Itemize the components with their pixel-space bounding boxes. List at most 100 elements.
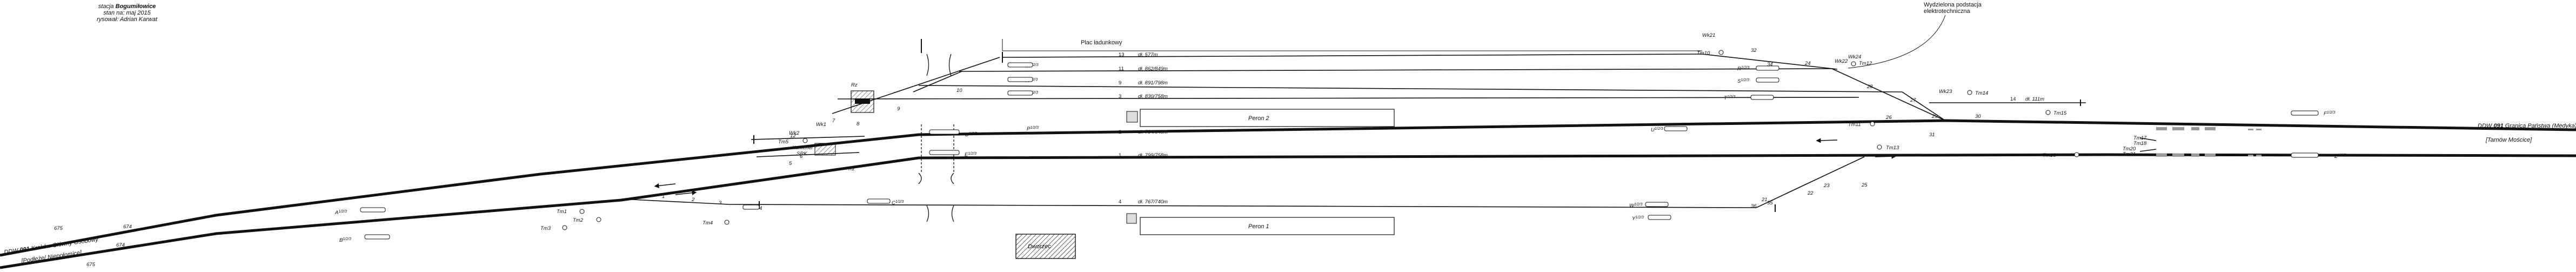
signal-heads [360,62,2319,240]
track-13 [1002,54,1703,58]
switch-6: 6 [800,154,803,160]
signal-d: D1/2/3 [965,132,978,138]
conn-lower-1 [621,198,730,205]
tm2: Tm2 [573,217,584,223]
tm4: Tm4 [702,220,713,226]
tm17: Tm17 [2133,135,2147,141]
switch-36: 36 [1751,203,1757,209]
track-9-num: 9 [1119,80,1121,86]
buffer-stops [753,39,2081,212]
track-labels: 13 dł. 577m 11 dł. 862/849m 9 dł. 891/79… [1119,52,2044,205]
wk21: Wk21 [1702,32,1715,38]
wk22: Wk22 [1835,58,1848,64]
track-9 [918,85,1903,92]
main-track-2 [0,119,2576,257]
footbridges [918,54,954,222]
rz-label-1: Rz [851,82,858,88]
track-4 [729,204,1757,208]
switch-31: 31 [1929,132,1935,138]
switch-9: 9 [897,106,900,112]
srk-container: Kontener SRK [792,90,874,157]
station-name: Bogumiłowice [115,3,156,10]
track-13-num: 13 [1119,52,1125,58]
direction-arrows [654,138,1897,195]
dest-left-ddw: DDW 091 Kraków Główny Osobowy [4,236,100,256]
dest-right-alt: [Tarnów Mościce] [2485,137,2532,143]
tm13: Tm13 [1886,145,1899,151]
tm1: Tm1 [557,209,567,215]
km-674-lower: 674 [116,242,125,248]
switch-24: 24 [1804,61,1811,67]
signal-u: U1/2/3 [1651,127,1663,133]
substation-leader [1848,15,1946,69]
platform-1-label: Peron 1 [1248,223,1269,230]
header-date: stan na: maj 2015 [103,10,151,16]
shunting-signals: Tm1 Tm2 Tm3 Tm4 Tm5 Tm10 Tm11 Tm12 Tm13 … [540,50,2147,231]
conn-right-stub2 [2139,149,2157,152]
switch-29: 29 [1931,114,1938,120]
switch-labels: 1 2 3 4 5 6 7 8 9 10 12 21 22 23 24 25 2… [662,48,1981,211]
switch-35: 35 [1767,200,1773,206]
track-11 [959,68,1832,72]
switch-10: 10 [956,88,962,94]
signal-w: W1/2/3 [1629,203,1643,209]
destination-left: DDW 091 Kraków Główny Osobowy [Podłęże/ … [4,236,100,264]
platforms: Peron 2 Peron 1 [1126,109,1395,235]
track-2-length: dł. 784/849m [1138,129,1168,135]
container-label: Kontener [792,145,813,151]
signal-z: Z1/2/3 [2334,154,2346,160]
tm14: Tm14 [1975,90,1988,96]
loading-yard-outline [1002,39,1702,51]
conn-right-4 [1902,91,1946,121]
signal-e: E1/2/3 [965,152,976,158]
km-675-upper: 675 [54,225,63,231]
conn-right-1 [1702,54,1838,70]
conn-left-head [751,136,865,140]
switch-1: 1 [662,194,665,200]
tm10: Tm10 [1697,50,1710,56]
header-author: rysował: Adrian Karwat [96,16,158,23]
tm18: Tm18 [2133,141,2147,147]
switch-4: 4 [759,205,762,211]
diagram-header: stacja Bogumiłowice stan na: maj 2015 ry… [81,3,173,23]
switch-8: 8 [857,121,860,127]
tm16: Tm16 [2043,152,2056,158]
switch-28: 28 [1866,84,1873,90]
track-11-num: 11 [1119,66,1124,72]
loading-yard-label: Plac ładunkowy [1081,39,1122,46]
level-crossing [2156,127,2261,157]
switch-25: 25 [1861,182,1868,188]
platform-2-label: Peron 2 [1248,115,1269,122]
switch-34: 34 [1767,62,1773,68]
switch-12: 12 [790,133,796,139]
platform-1 [1140,217,1395,235]
tm5: Tm5 [778,139,789,145]
track-14-num: 14 [2010,96,2016,102]
switch-2: 2 [691,197,695,203]
container-label-2: SRK [797,151,807,157]
track-9-length: dł. 891/798m [1138,80,1168,86]
wk23: Wk23 [1939,89,1952,95]
track-3-num: 3 [1119,94,1121,99]
km-674-upper: 674 [123,224,132,230]
track-1-num: 1 [1119,152,1121,158]
tm15: Tm15 [2053,110,2067,116]
signal-p: P1/2/3 [1027,126,1039,132]
tm-markers [562,50,2079,230]
header-line1: stacja [98,3,114,10]
track-1-length: dł. 799/758m [1138,152,1168,158]
track-13-length: dł. 577m [1138,52,1158,58]
signal-y: Y1/2/3 [1632,216,1644,222]
switch-3: 3 [719,200,722,206]
dest-right-ddw: DDW 091 Granica Państwa (Medyka) [2478,123,2576,129]
wk1: Wk1 [816,122,826,128]
switch-26: 26 [1885,115,1892,121]
switch-23: 23 [1823,183,1830,189]
tm3: Tm3 [540,225,551,231]
platform-1-shelter [1126,213,1137,224]
substation-label-2: elektrotechniczna [1924,8,1970,15]
main-tracks [0,119,2576,269]
km-675-lower: 675 [86,262,96,268]
track-3-length: dł. 830/758m [1138,94,1168,99]
